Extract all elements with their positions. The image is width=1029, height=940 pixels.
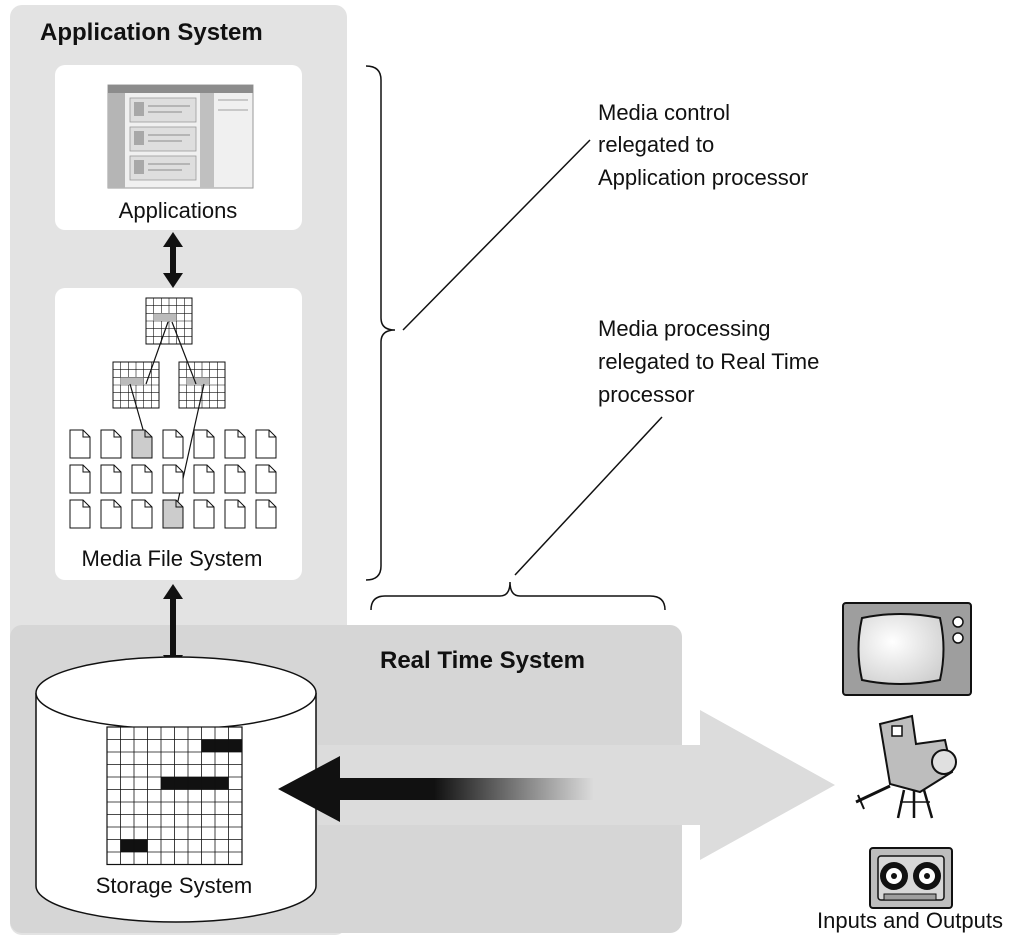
- file-icon: [69, 464, 91, 494]
- media-file-system-label: Media File System: [82, 546, 263, 571]
- application-screenshot-icon: [107, 84, 254, 189]
- inputs-outputs-label: Inputs and Outputs: [817, 908, 1003, 933]
- camera-icon: [855, 714, 957, 819]
- file-icon: [255, 464, 277, 494]
- file-icon: [224, 464, 246, 494]
- file-icon: [255, 499, 277, 529]
- media-processing-leader-line: [514, 416, 663, 576]
- application-system-title: Application System: [40, 19, 263, 46]
- media-control-line-3: Application processor: [598, 165, 808, 190]
- used-block: [134, 839, 148, 852]
- used-block: [201, 739, 215, 752]
- used-block: [228, 739, 242, 752]
- file-icon: [100, 464, 122, 494]
- storage-block-grid: [106, 726, 243, 866]
- double-arrow-apps-fs: [163, 232, 183, 288]
- file-icon: [224, 429, 246, 459]
- used-block: [215, 739, 229, 752]
- used-block: [174, 777, 188, 790]
- media-control-line-2: relegated to: [598, 132, 714, 157]
- used-block: [120, 839, 134, 852]
- media-processing-line-1: Media processing: [598, 316, 770, 341]
- file-icon: [193, 464, 215, 494]
- data-flow-arrow: [278, 756, 594, 822]
- media-control-line-1: Media control: [598, 100, 730, 125]
- used-block: [188, 777, 202, 790]
- media-processing-annotation: Media processing relegated to Real Time …: [598, 316, 819, 407]
- media-processing-line-3: processor: [598, 382, 695, 407]
- file-icon: [193, 429, 215, 459]
- file-icon: [162, 464, 184, 494]
- file-icon: [255, 429, 277, 459]
- real-time-system-title: Real Time System: [380, 647, 585, 674]
- storage-system-label: Storage System: [96, 873, 253, 898]
- used-block: [161, 777, 175, 790]
- vertical-brace: [365, 65, 396, 581]
- media-processing-line-2: relegated to Real Time: [598, 349, 819, 374]
- file-tree-graphic: [69, 297, 277, 529]
- file-icon: [131, 499, 153, 529]
- applications-label: Applications: [119, 198, 238, 223]
- file-icon: [224, 499, 246, 529]
- tape-deck-icon: [869, 847, 953, 909]
- file-icon: [131, 464, 153, 494]
- media-control-annotation: Media control relegated to Application p…: [598, 100, 808, 190]
- file-icon: [100, 429, 122, 459]
- subdirectory-grid-left: [112, 361, 160, 409]
- used-block: [215, 777, 229, 790]
- file-icon: [162, 429, 184, 459]
- file-icon: [69, 429, 91, 459]
- file-icon: [131, 429, 153, 459]
- file-icon: [162, 499, 184, 529]
- root-directory-grid: [145, 297, 193, 345]
- subdirectory-grid-right: [178, 361, 226, 409]
- media-control-leader-line: [402, 139, 591, 331]
- horizontal-brace: [370, 581, 666, 611]
- file-icon: [193, 499, 215, 529]
- file-icon: [69, 499, 91, 529]
- used-block: [201, 777, 215, 790]
- tv-icon: [842, 602, 972, 696]
- file-icon: [100, 499, 122, 529]
